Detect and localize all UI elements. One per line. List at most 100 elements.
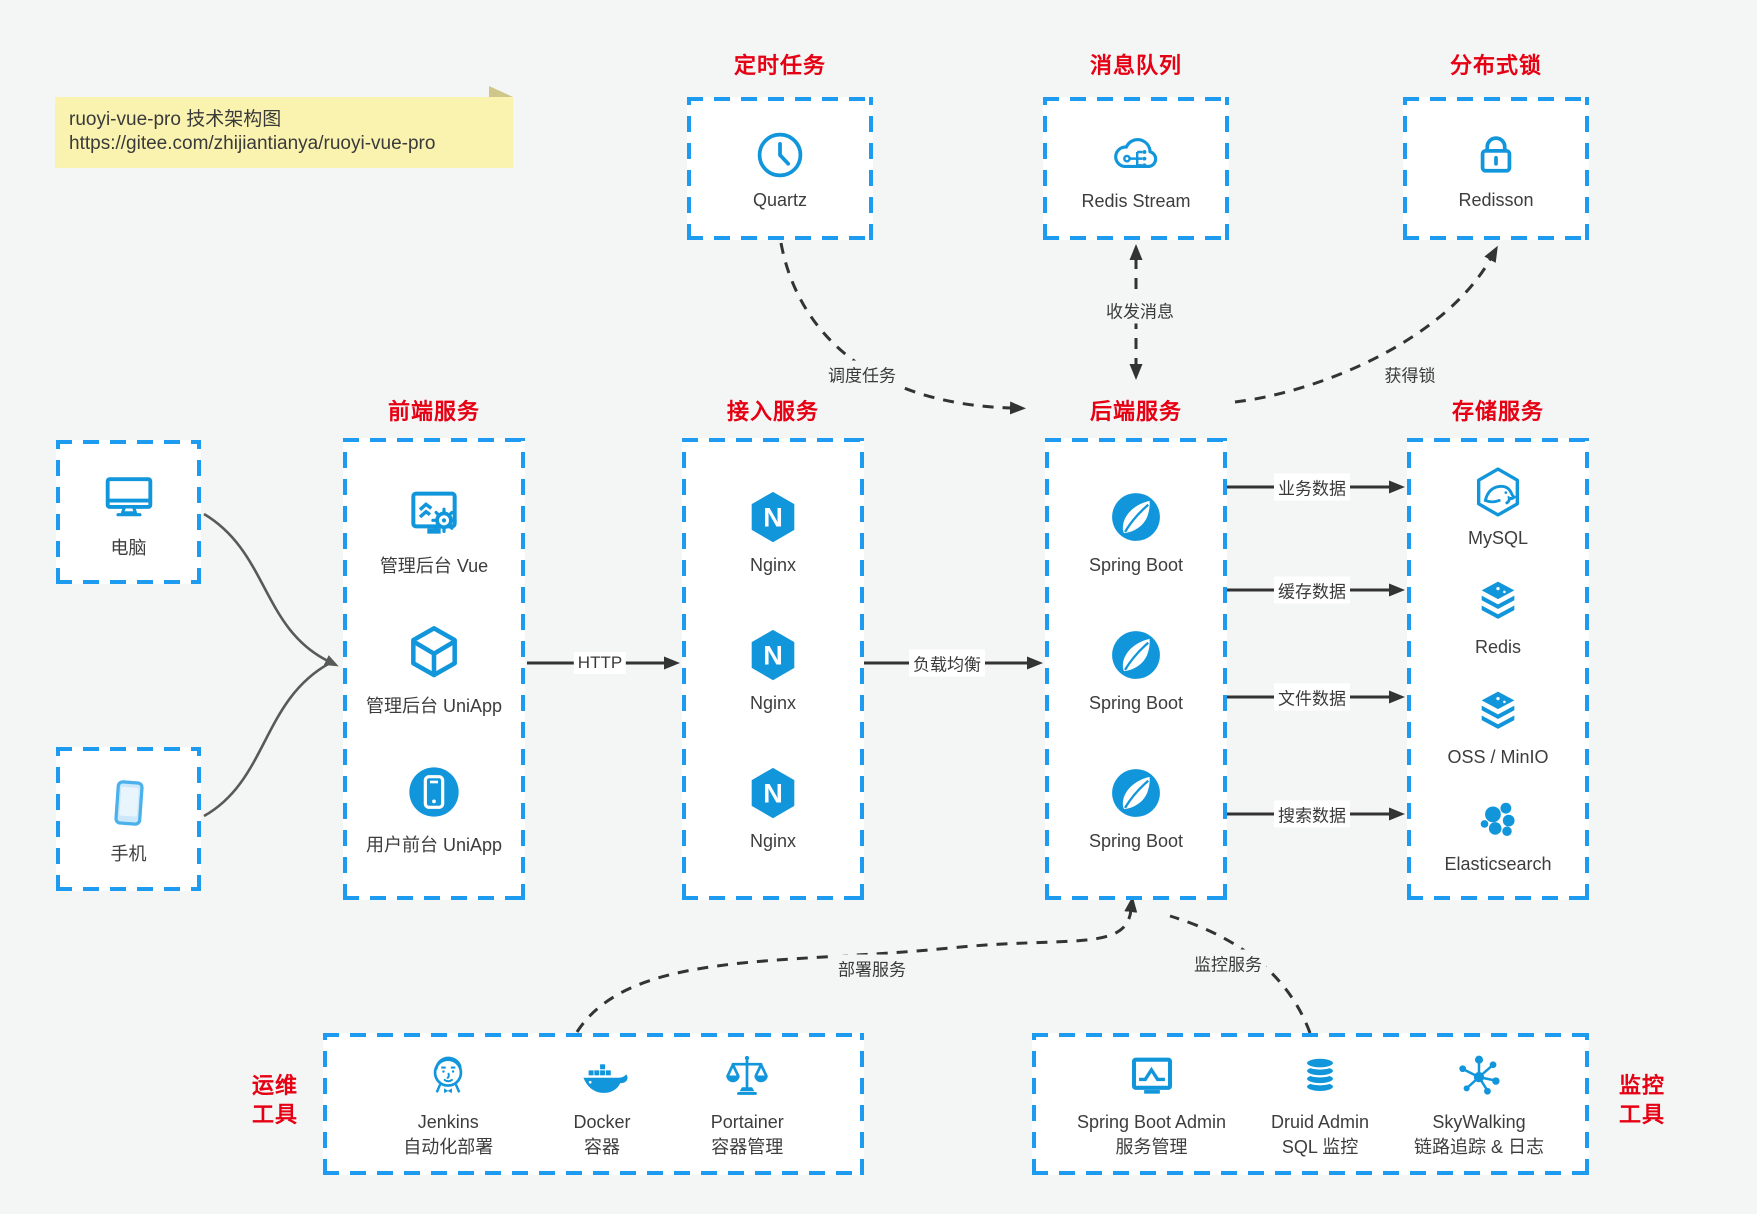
tool-item: Portainer 容器管理 xyxy=(711,1049,784,1159)
service-item: Nginx xyxy=(742,624,804,714)
side-label-ops: 运维 工具 xyxy=(240,1072,310,1129)
column-box-storage: MySQL Redis OSS / MinIO Elasticsearch xyxy=(1407,438,1589,900)
service-item: 管理后台 UniApp xyxy=(366,621,502,718)
desktop-icon xyxy=(98,465,160,527)
service-label: Nginx xyxy=(749,831,797,851)
edge-label-cache-data: 缓存数据 xyxy=(1274,576,1350,604)
side-label-line: 工具 xyxy=(1618,1101,1665,1127)
edge-phone-to-frontend xyxy=(203,661,331,818)
group-title-message-queue: 消息队列 xyxy=(1089,53,1182,78)
column-box-gateway: Nginx Nginx Nginx xyxy=(682,438,864,900)
edge-label-monitor: 监控服务 xyxy=(1190,949,1266,977)
tool-item: Druid Admin SQL 监控 xyxy=(1271,1049,1369,1159)
tool-item: Jenkins 自动化部署 xyxy=(403,1049,493,1159)
group-title-distributed-lock: 分布式锁 xyxy=(1449,53,1542,78)
side-label-line: 工具 xyxy=(251,1101,298,1127)
service-item: Spring Boot xyxy=(1089,486,1183,576)
group-box-distributed-lock: Redisson xyxy=(1403,97,1589,240)
layer-stack-icon xyxy=(1470,684,1526,740)
group-title-scheduler: 定时任务 xyxy=(733,53,826,78)
service-item: Elasticsearch xyxy=(1444,793,1552,875)
side-label-monitor: 监控 工具 xyxy=(1607,1072,1677,1129)
service-item: Spring Boot xyxy=(1089,624,1183,714)
service-label: Quartz xyxy=(752,189,808,210)
tool-desc: 链路追踪 & 日志 xyxy=(1414,1136,1545,1157)
mysql-icon xyxy=(1469,463,1527,521)
database-icon xyxy=(1293,1049,1347,1103)
service-label: Redis xyxy=(1474,637,1522,658)
sticky-note: ruoyi-vue-pro 技术架构图 https://gitee.com/zh… xyxy=(55,86,513,168)
column-title-frontend: 前端服务 xyxy=(387,399,480,424)
group-box-message-queue: Redis Stream xyxy=(1043,97,1229,240)
clock-icon xyxy=(752,127,808,183)
service-label: 管理后台 UniApp xyxy=(365,695,503,716)
docker-icon xyxy=(575,1049,629,1103)
nginx-icon xyxy=(742,624,804,686)
note-fold-corner xyxy=(489,86,513,97)
group-box-scheduler: Quartz xyxy=(687,97,873,240)
spring-boot-icon xyxy=(1105,624,1167,686)
service-label: MySQL xyxy=(1467,528,1528,549)
edge-label-lock: 获得锁 xyxy=(1380,360,1440,388)
client-label: 手机 xyxy=(110,843,147,864)
column-box-backend: Spring Boot Spring Boot Spring Boot xyxy=(1045,438,1227,900)
group-box-monitor-tools: Spring Boot Admin 服务管理 Druid Admin SQL 监… xyxy=(1032,1033,1589,1175)
edge-label-http: HTTP xyxy=(573,652,627,674)
monitor-chart-icon xyxy=(1125,1049,1179,1103)
service-label: Spring Boot xyxy=(1088,693,1184,713)
tool-name: Docker xyxy=(573,1112,631,1133)
column-box-frontend: 管理后台 Vue 管理后台 UniApp 用户前台 UniApp xyxy=(343,438,525,900)
tool-item: SkyWalking 链路追踪 & 日志 xyxy=(1414,1049,1544,1159)
column-title-gateway: 接入服务 xyxy=(726,399,819,424)
lock-icon xyxy=(1468,127,1524,183)
service-label: Nginx xyxy=(749,555,797,575)
tool-name: Jenkins xyxy=(417,1112,479,1133)
client-box-pc: 电脑 xyxy=(56,440,201,584)
edge-label-message: 收发消息 xyxy=(1102,296,1178,324)
tool-desc: 服务管理 xyxy=(1115,1136,1188,1157)
service-item: Spring Boot xyxy=(1089,762,1183,852)
smartphone-icon xyxy=(99,773,159,833)
column-title-storage: 存储服务 xyxy=(1451,399,1544,424)
client-item: 电脑 xyxy=(98,465,160,560)
tool-desc: 容器管理 xyxy=(711,1136,784,1157)
edge-label-file-data: 文件数据 xyxy=(1274,683,1350,711)
tool-name: SkyWalking xyxy=(1432,1112,1526,1133)
tool-desc: 容器 xyxy=(583,1136,620,1157)
client-box-phone: 手机 xyxy=(56,747,201,891)
edge-deploy xyxy=(575,896,1138,1033)
nginx-icon xyxy=(742,762,804,824)
user-app-icon xyxy=(402,760,466,824)
edge-lock xyxy=(1234,245,1498,404)
note-url: https://gitee.com/zhijiantianya/ruoyi-vu… xyxy=(69,133,436,154)
layer-stack-icon xyxy=(1470,574,1526,630)
service-label: 管理后台 Vue xyxy=(379,555,489,576)
client-item: 手机 xyxy=(99,773,159,866)
tool-name: Druid Admin xyxy=(1271,1112,1370,1133)
service-item: OSS / MinIO xyxy=(1447,684,1549,768)
service-item: Redis Stream xyxy=(1081,126,1191,212)
edge-label-deploy: 部署服务 xyxy=(834,954,910,982)
service-label: Redisson xyxy=(1458,189,1534,210)
tool-desc: SQL 监控 xyxy=(1281,1136,1359,1157)
cloud-share-icon xyxy=(1107,126,1165,184)
jenkins-icon xyxy=(421,1049,475,1103)
elasticsearch-icon xyxy=(1471,793,1525,847)
service-label: 用户前台 UniApp xyxy=(365,835,503,856)
uniapp-cube-icon xyxy=(402,621,466,685)
service-label: OSS / MinIO xyxy=(1447,746,1549,767)
service-label: Spring Boot xyxy=(1088,555,1184,575)
edge-label-load-balance: 负载均衡 xyxy=(909,649,985,677)
column-title-backend: 后端服务 xyxy=(1089,399,1182,424)
service-label: Nginx xyxy=(749,693,797,713)
service-item: 用户前台 UniApp xyxy=(366,760,502,857)
skywalking-icon xyxy=(1452,1049,1506,1103)
edge-pc-to-frontend xyxy=(203,512,339,667)
tool-name: Spring Boot Admin xyxy=(1076,1112,1227,1133)
admin-vue-icon xyxy=(402,481,466,545)
note-title: ruoyi-vue-pro 技术架构图 xyxy=(69,109,282,130)
group-box-ops-tools: Jenkins 自动化部署 Docker 容器 Portainer 容器管理 xyxy=(323,1033,864,1175)
service-item: Redisson xyxy=(1458,127,1534,211)
spring-boot-icon xyxy=(1105,486,1167,548)
